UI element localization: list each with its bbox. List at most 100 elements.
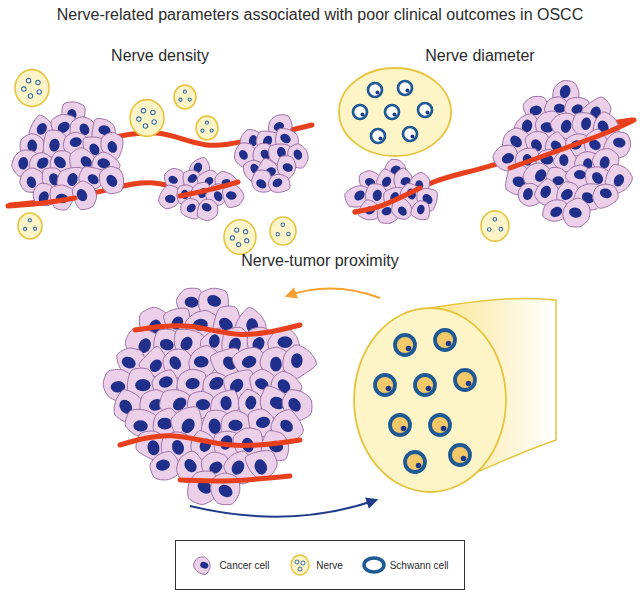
- cancer-cell: [245, 451, 277, 480]
- nerve: [196, 116, 218, 140]
- cell-nucleus: [255, 415, 271, 429]
- legend-sample: [362, 554, 386, 576]
- schwann-cell: [395, 335, 415, 355]
- cell-nucleus: [278, 132, 292, 146]
- schwann-cell: [353, 105, 367, 119]
- tumor-cluster: [345, 159, 438, 223]
- cell-nucleus: [220, 396, 232, 411]
- schwann-cell: [398, 81, 412, 95]
- cell-nucleus: [500, 151, 516, 166]
- tumor-cluster: [493, 81, 632, 227]
- cell-nucleus: [18, 157, 29, 170]
- nerve: [130, 100, 164, 137]
- cell-nucleus: [225, 191, 237, 201]
- cell-nucleus: [291, 353, 303, 368]
- schwann-cell: [450, 445, 470, 465]
- cell-nucleus: [182, 457, 199, 475]
- legend-sample: [288, 554, 312, 576]
- nerve: [224, 220, 256, 255]
- legend-text: Schwann cell: [390, 560, 449, 571]
- cell-nucleus: [278, 336, 293, 348]
- cell-nucleus: [254, 177, 268, 190]
- cell-nucleus: [106, 140, 119, 154]
- cell-nucleus: [165, 194, 176, 203]
- signal-arrow: [287, 288, 380, 298]
- legend-box: Cancer cell Nerve Schwann cell: [175, 540, 465, 590]
- nerve-fiber: [355, 188, 420, 212]
- cell-nucleus: [521, 187, 534, 202]
- nerve-trunk: [354, 298, 556, 492]
- cell-nucleus: [185, 202, 198, 214]
- label-text: Nerve diameter: [425, 47, 534, 64]
- panel-label: Nerve density: [111, 47, 209, 65]
- cell-nucleus: [237, 148, 250, 161]
- cell-nucleus: [207, 374, 226, 392]
- cancer-cell: [197, 199, 218, 220]
- legend-text: Cancer cell: [219, 560, 269, 571]
- cancer-cell: [181, 198, 200, 219]
- cancer-cell: [194, 557, 211, 575]
- nerve-fiber: [510, 120, 634, 168]
- cell-nucleus: [559, 154, 569, 167]
- cell-nucleus: [270, 357, 282, 372]
- schwann-cell: [385, 105, 399, 119]
- cancer-cell: [411, 201, 430, 220]
- cancer-cell: [593, 184, 619, 208]
- nerve: [481, 211, 509, 241]
- schwann-cell: [368, 83, 382, 97]
- cancer-cell: [99, 167, 123, 194]
- cell-nucleus: [574, 170, 586, 180]
- cell-nucleus: [205, 293, 223, 309]
- legend-text: Nerve: [316, 560, 343, 571]
- cell-nucleus: [271, 177, 284, 189]
- legend-item: Cancer cell: [191, 554, 269, 576]
- cancer-cell: [268, 174, 290, 192]
- cell-nucleus: [167, 354, 183, 371]
- cell-nucleus: [612, 137, 626, 148]
- cell-nucleus: [568, 206, 583, 219]
- figure-title: Nerve-related parameters associated with…: [57, 6, 583, 24]
- cell-nucleus: [352, 188, 366, 202]
- cell-nucleus: [184, 296, 198, 308]
- cell-nucleus: [200, 202, 212, 213]
- cell-nucleus: [416, 204, 426, 215]
- nerve: [18, 213, 42, 239]
- legend-sample: [191, 554, 215, 576]
- nerve-fiber: [355, 150, 540, 212]
- panel-label: Nerve diameter: [425, 47, 534, 65]
- cell-nucleus: [244, 395, 257, 411]
- cell-nucleus: [559, 118, 573, 134]
- cell-nucleus: [216, 482, 235, 500]
- cell-nucleus: [228, 420, 243, 432]
- signal-arrow: [190, 500, 376, 517]
- cell-nucleus: [185, 377, 201, 390]
- cancer-cell: [563, 198, 590, 227]
- nerve: [174, 85, 196, 109]
- nerve-fiber: [180, 182, 238, 196]
- schwann-cell: [371, 129, 385, 143]
- cancer-cell: [211, 473, 240, 505]
- schwann-cell: [390, 415, 410, 435]
- cell-nucleus: [396, 205, 409, 218]
- label-text: Nerve-related parameters associated with…: [57, 6, 583, 23]
- schwann-cell: [405, 452, 425, 472]
- cell-nucleus: [69, 136, 83, 148]
- tumor-cluster: [159, 158, 244, 221]
- nerve-fiber: [135, 325, 300, 335]
- cancer-cell: [72, 181, 96, 210]
- schwann-cell: [375, 375, 395, 395]
- cell-nucleus: [157, 417, 173, 430]
- schwann-cell: [415, 375, 435, 395]
- cell-nucleus: [598, 187, 613, 200]
- legend-item: Nerve: [288, 554, 343, 576]
- cell-nucleus: [157, 375, 174, 390]
- cancer-cell: [150, 452, 179, 480]
- cell-nucleus: [612, 173, 626, 188]
- cell-nucleus: [146, 439, 160, 456]
- panel-label: Nerve-tumor proximity: [241, 252, 398, 270]
- cell-nucleus: [75, 187, 90, 203]
- label-text: Nerve-tumor proximity: [241, 252, 398, 269]
- legend-item: Schwann cell: [362, 554, 449, 576]
- cell-nucleus: [240, 354, 258, 370]
- label-text: Nerve density: [111, 47, 209, 64]
